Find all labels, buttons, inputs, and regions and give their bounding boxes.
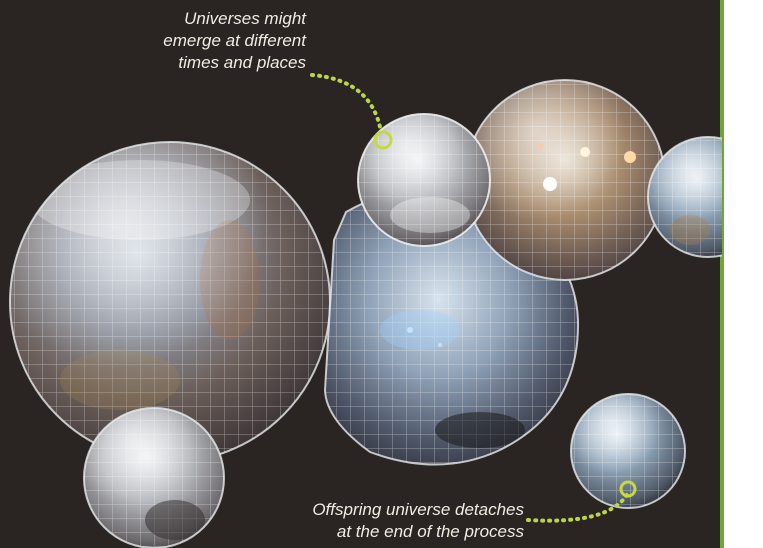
emerge-caption: Universes might emerge at different time… — [120, 8, 306, 74]
upper-right-universe-bubble — [464, 79, 666, 281]
emerge-caption-line: emerge at different — [163, 31, 306, 50]
green-accent-stripe — [720, 0, 724, 548]
ring-marker-icon — [373, 130, 393, 150]
ring-marker-icon — [619, 480, 637, 498]
bubble-universes-art — [9, 73, 722, 548]
emerge-caption-line: Universes might — [184, 9, 306, 28]
lower-left-universe-bubble — [83, 407, 225, 548]
detach-dotted-leader — [526, 491, 630, 523]
emerge-caption-line: times and places — [178, 53, 306, 72]
offspring-universe-bubble — [570, 393, 686, 509]
emerging-universe-bubble — [357, 113, 491, 247]
detach-caption-line: Offspring universe detaches — [312, 500, 524, 519]
detach-caption: Offspring universe detaches at the end o… — [300, 499, 524, 543]
detach-caption-line: at the end of the process — [336, 522, 524, 541]
emerge-dotted-leader — [310, 73, 383, 134]
large-universe-bubble — [9, 141, 331, 463]
